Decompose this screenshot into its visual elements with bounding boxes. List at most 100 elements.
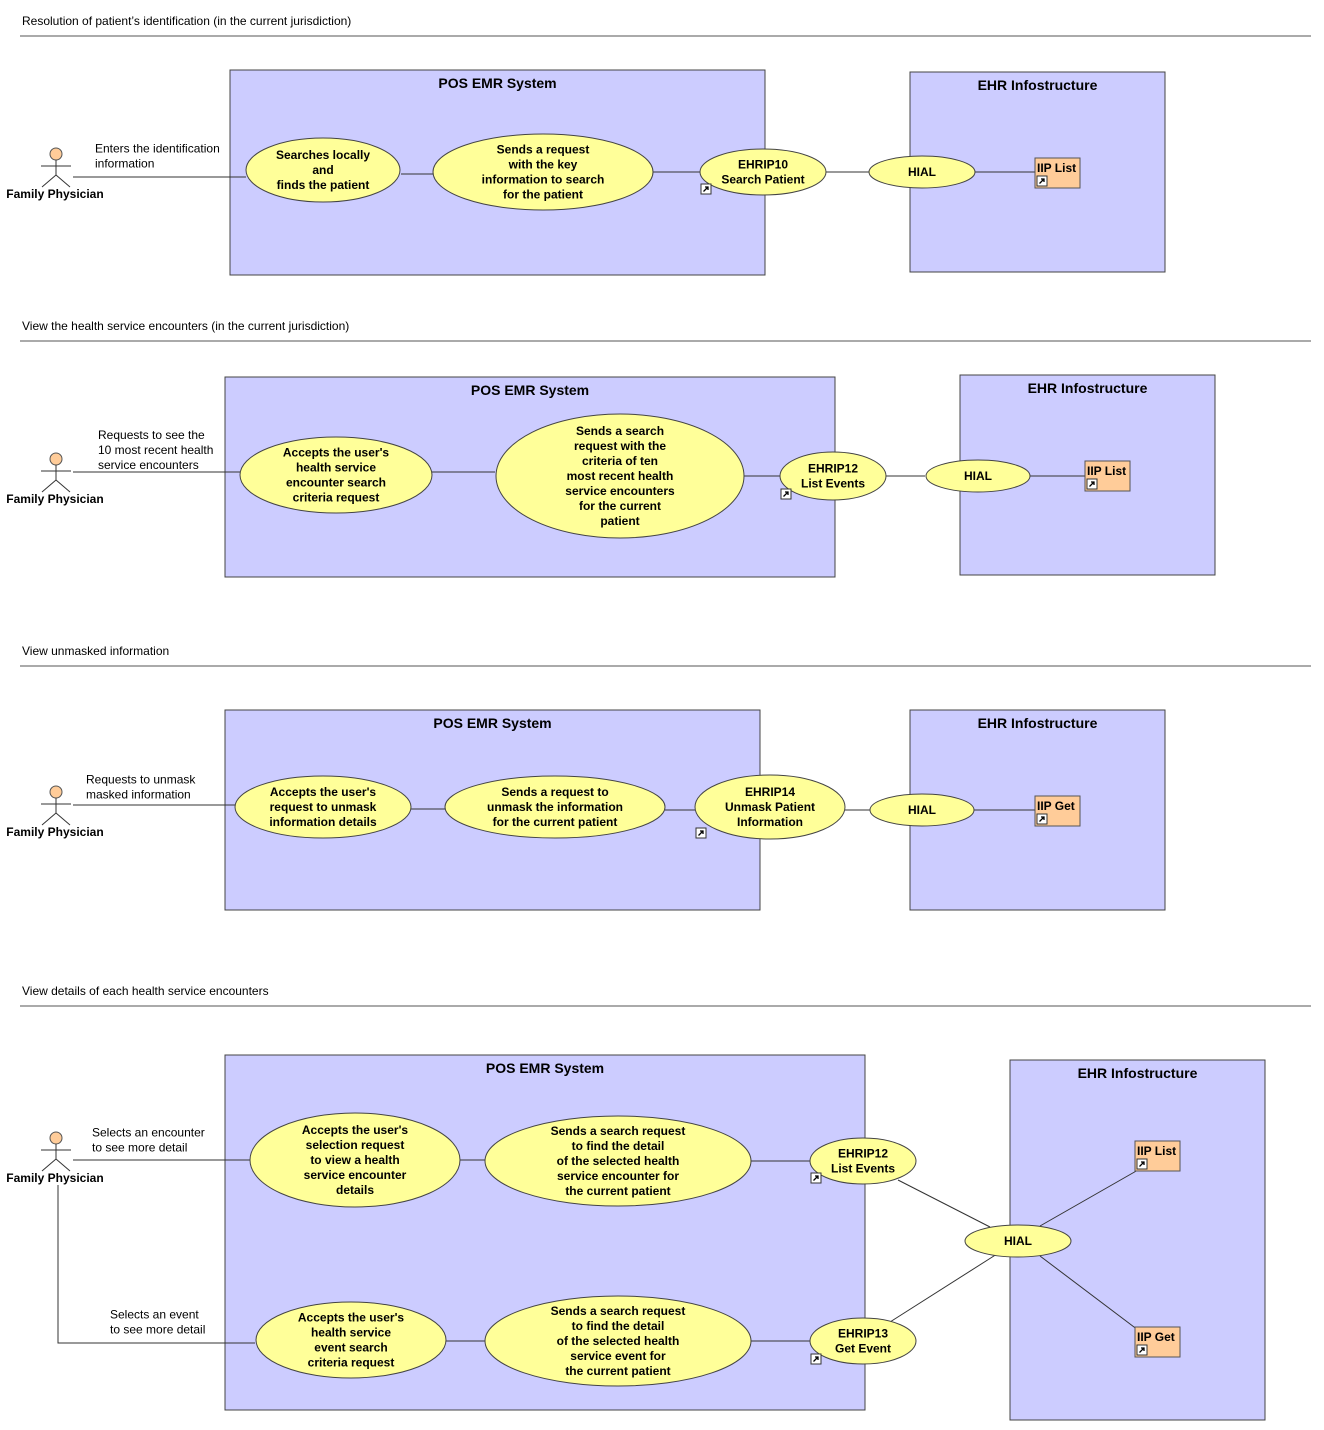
use-case-ehrip10-label-line: EHRIP10 — [738, 158, 788, 172]
use-case-send-search-request-label-line: criteria of ten — [582, 454, 658, 468]
use-case-ehrip12-label-line: List Events — [831, 1162, 895, 1176]
iip-component-label: IIP List — [1137, 1144, 1176, 1158]
iip-component[interactable]: IIP Get — [1134, 1326, 1181, 1358]
use-case-accept-event-criteria-label-line: Accepts the user's — [298, 1311, 405, 1325]
use-case-accept-event-criteria-label-line: event search — [314, 1341, 387, 1355]
use-case-ehrip13-label-line: Get Event — [835, 1342, 891, 1356]
section-title: Resolution of patient’s identification (… — [22, 14, 351, 28]
family-physician-actor: Family Physician — [6, 1131, 104, 1185]
section-encounter-details: View details of each health service enco… — [6, 984, 1311, 1421]
use-case-ehrip14-shape[interactable] — [694, 774, 846, 840]
use-case-send-search-request-label-line: service encounters — [565, 484, 675, 498]
use-case-search-event-detail-label-line: the current patient — [565, 1364, 670, 1378]
link-icon — [1136, 1158, 1148, 1170]
use-case-hial-shape[interactable] — [869, 793, 975, 827]
use-case-send-search-request-label-line: request with the — [574, 439, 666, 453]
link-arrow-icon — [783, 491, 789, 497]
pos-emr-system-box-title: POS EMR System — [486, 1060, 604, 1076]
actor-link-label-line: Requests to see the — [98, 428, 205, 442]
use-case-send-search-request-label-line: with the key — [508, 158, 578, 172]
use-case-hial-shape[interactable] — [925, 459, 1031, 493]
section-title: View the health service encounters (in t… — [22, 319, 349, 333]
association — [1039, 1255, 1139, 1331]
use-case-hial-shape[interactable] — [868, 155, 976, 189]
use-case-hial-label: HIAL — [1004, 1234, 1032, 1248]
family-physician-actor: Family Physician — [6, 147, 104, 201]
use-case-search-encounter-detail-label-line: the current patient — [565, 1184, 670, 1198]
use-case-search-locally-shape[interactable] — [245, 137, 401, 203]
link-icon — [780, 488, 792, 500]
use-case-ehrip13-shape[interactable] — [809, 1317, 917, 1365]
use-case-hial-label: HIAL — [908, 165, 936, 179]
use-case-accept-criteria-shape[interactable] — [239, 436, 433, 514]
use-case-send-search-request-shape[interactable] — [495, 413, 745, 539]
use-case-accept-unmask-label-line: information details — [269, 815, 377, 829]
iip-component[interactable]: IIP List — [1034, 157, 1081, 189]
use-case-send-search-request-label-line: Sends a search — [576, 424, 664, 438]
use-case-search-event-detail-shape[interactable] — [484, 1295, 752, 1387]
use-case-ehrip10-shape[interactable] — [699, 148, 827, 196]
link-arrow-icon — [813, 1175, 819, 1181]
use-case-hial[interactable]: HIAL — [925, 459, 1031, 493]
iip-component[interactable]: IIP List — [1084, 460, 1131, 492]
use-case-hial-label-line: HIAL — [1004, 1234, 1032, 1248]
actor-link-label-line: Enters the identification — [95, 142, 220, 156]
actor-name: Family Physician — [6, 187, 103, 201]
use-case-accept-event-criteria-label-line: health service — [311, 1326, 391, 1340]
iip-component[interactable]: IIP List — [1134, 1140, 1181, 1172]
use-case-accept-encounter-selection-shape[interactable] — [249, 1112, 461, 1208]
use-case-accept-unmask-label-line: request to unmask — [270, 800, 377, 814]
use-case-hial[interactable]: HIAL — [869, 793, 975, 827]
actor-link-label-encounter-line: to see more detail — [92, 1141, 187, 1155]
use-case-hial[interactable]: HIAL — [868, 155, 976, 189]
family-physician-actor: Family Physician — [6, 452, 104, 506]
use-case-send-unmask-request-shape[interactable] — [444, 775, 666, 839]
link-arrow-icon — [1139, 1347, 1145, 1353]
use-case-hial-shape[interactable] — [964, 1224, 1072, 1258]
link-icon — [700, 183, 712, 195]
use-case-accept-unmask-shape[interactable] — [234, 775, 412, 839]
actor-leg-left — [41, 812, 57, 826]
use-case-ehrip14-label-line: EHRIP14 — [745, 785, 795, 799]
use-case-hial[interactable]: HIAL — [964, 1224, 1072, 1258]
use-case-accept-event-criteria-shape[interactable] — [255, 1301, 447, 1379]
use-case-ehrip12-shape[interactable] — [809, 1137, 917, 1185]
use-case-ehrip12-shape[interactable] — [779, 451, 887, 501]
actor-link-label-line: Requests to unmask — [86, 773, 196, 787]
use-case-send-search-request-shape[interactable] — [432, 133, 654, 211]
use-case-search-encounter-detail-label-line: of the selected health — [557, 1154, 680, 1168]
use-case-hial-label: HIAL — [908, 803, 936, 817]
iip-component[interactable]: IIP Get — [1034, 795, 1081, 827]
use-case-search-encounter-detail-shape[interactable] — [484, 1115, 752, 1207]
actor-leg-left — [41, 479, 57, 493]
iip-component-label: IIP List — [1037, 161, 1076, 175]
ehr-infostructure-box-title: EHR Infostructure — [1078, 1065, 1198, 1081]
actor-name: Family Physician — [6, 1171, 103, 1185]
use-case-send-unmask-request-label-line: unmask the information — [487, 800, 623, 814]
